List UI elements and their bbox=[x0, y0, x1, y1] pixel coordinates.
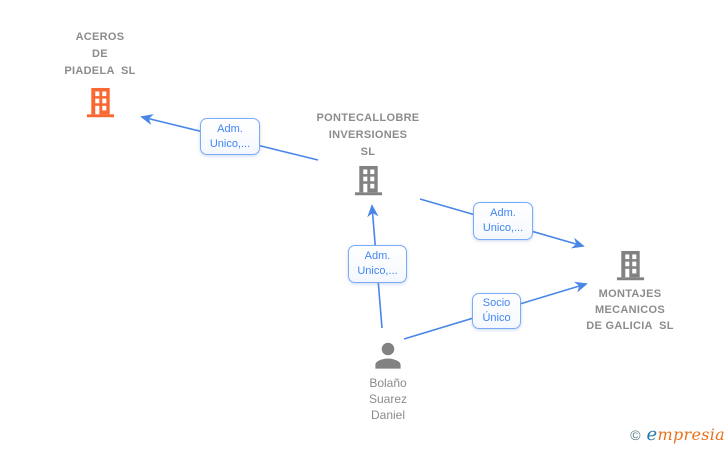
person-name-line: Bolaño bbox=[369, 376, 407, 390]
company-name-line: DE GALICIA SL bbox=[586, 320, 674, 332]
edge-label-line: Único bbox=[482, 312, 511, 324]
node-pontecallobre-inversiones[interactable]: PONTECALLOBRE INVERSIONES SL bbox=[288, 110, 448, 196]
edge-label-line: Unico,... bbox=[357, 265, 398, 277]
company-name-line: ACEROS bbox=[75, 31, 125, 43]
brand-letter-e: e bbox=[646, 424, 658, 445]
person-name-line: Suarez bbox=[368, 392, 408, 406]
edge-label-line: Adm. bbox=[217, 122, 243, 135]
company-name-line: DE bbox=[92, 48, 108, 60]
company-name: ACEROS DE PIADELA SL bbox=[64, 29, 135, 80]
company-name-line: PONTECALLOBRE bbox=[316, 112, 420, 124]
company-name-line: SL bbox=[360, 146, 376, 158]
person-name: Bolaño Suarez Daniel bbox=[369, 375, 407, 423]
brand-rest: mpresia bbox=[657, 425, 725, 444]
edge-label-line: Adm. bbox=[364, 250, 391, 262]
edge-label-socio-unico[interactable]: Socio Único bbox=[472, 293, 521, 329]
edge-label-line: Unico,... bbox=[482, 222, 524, 234]
building-icon bbox=[85, 87, 116, 118]
node-aceros-de-piadela[interactable]: ACEROS DE PIADELA SL bbox=[20, 29, 180, 118]
company-name-line: PIADELA SL bbox=[64, 65, 136, 77]
node-person-bolano-suarez-daniel[interactable]: Bolaño Suarez Daniel bbox=[318, 337, 458, 423]
edge-label-adm-unico-3[interactable]: Adm. Unico,... bbox=[348, 245, 407, 283]
company-name-line: MONTAJES bbox=[598, 288, 662, 300]
building-icon bbox=[615, 250, 646, 281]
company-name-line: INVERSIONES bbox=[328, 129, 408, 141]
company-name-line: MECANICOS bbox=[595, 304, 665, 316]
building-icon bbox=[353, 165, 384, 196]
edge-label-line: Adm. bbox=[490, 207, 516, 219]
edge-label-adm-unico-2[interactable]: Adm. Unico,... bbox=[473, 202, 533, 240]
brand-wordmark: empresia bbox=[647, 424, 725, 445]
person-icon bbox=[370, 337, 406, 373]
edge-label-line: Unico,... bbox=[209, 137, 251, 150]
company-name: MONTAJES MECANICOS DE GALICIA SL bbox=[586, 286, 674, 334]
company-name: PONTECALLOBRE INVERSIONES SL bbox=[317, 110, 420, 161]
edge-label-adm-unico-1[interactable]: Adm. Unico,... bbox=[200, 118, 260, 155]
copyright-icon: © bbox=[630, 427, 641, 443]
node-montajes-mecanicos[interactable]: MONTAJES MECANICOS DE GALICIA SL bbox=[550, 250, 710, 334]
person-name-line: Daniel bbox=[370, 408, 406, 422]
edge-label-line: Socio bbox=[482, 297, 511, 309]
empresia-brand[interactable]: © empresia bbox=[630, 424, 725, 445]
